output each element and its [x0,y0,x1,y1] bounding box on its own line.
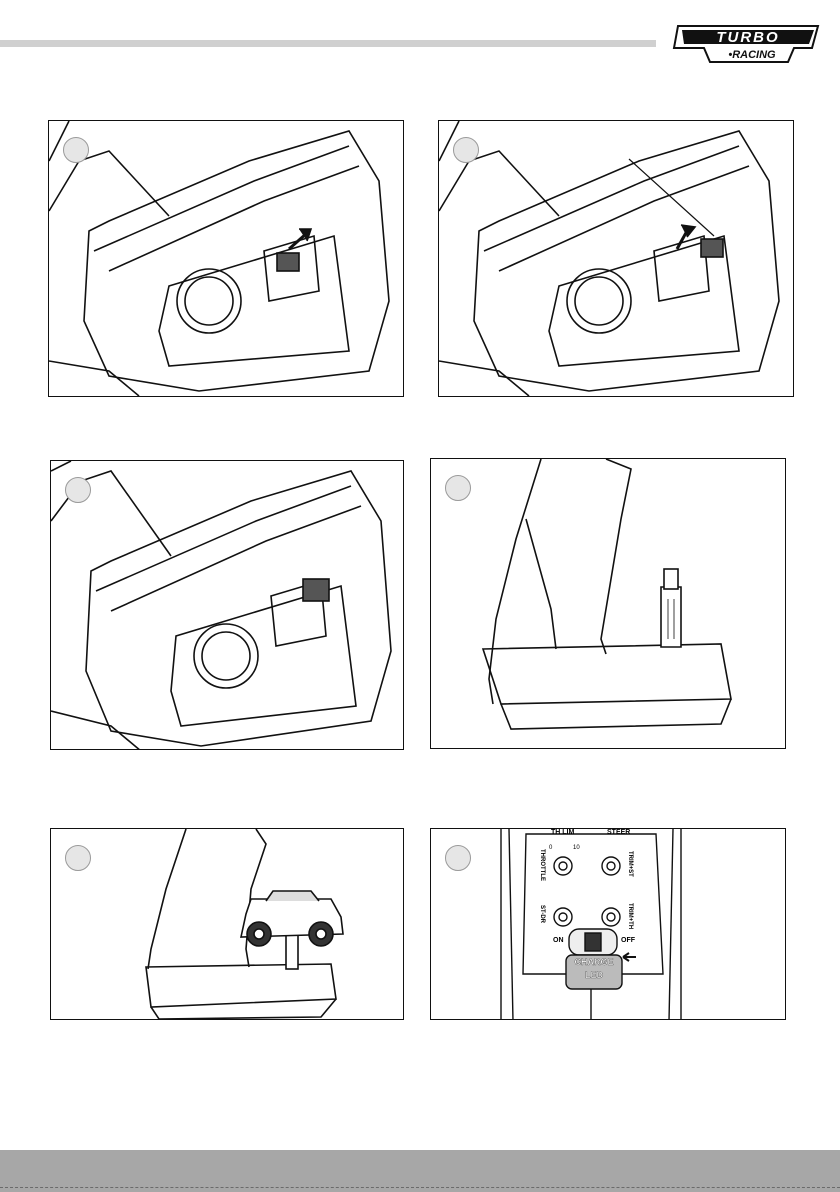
dial-right-mark: 10 [573,845,580,851]
throttle-dial-label: THROTTLE [539,849,545,881]
step-5-panel [50,828,404,1020]
dial-left-mark: 0 [549,845,552,851]
on-label: ON [553,937,564,944]
step-4-badge [445,475,471,501]
svg-text:TURBO: TURBO [716,29,779,46]
footer-dashed-line [0,1187,840,1188]
st-dr-dial-label: ST-DR [539,905,545,923]
led-label: LED [569,970,619,980]
step-1-illustration [49,121,404,397]
trim-th-label: TRIM+TH [627,903,633,929]
step-6-illustration [431,829,786,1020]
footer-bar [0,1150,840,1192]
step-6-panel: TH LIM STEER THROTTLE ST-DR 0 10 TRIM+ST… [430,828,786,1020]
step-4-panel [430,458,786,749]
step-2-illustration [439,121,794,397]
th-lim-label: TH LIM [551,829,574,836]
step-2-badge [453,137,479,163]
svg-text:•RACING: •RACING [728,49,776,61]
step-3-illustration [51,461,404,750]
step-2-panel [438,120,794,397]
step-1-badge [63,137,89,163]
header-bar [0,40,656,47]
step-6-badge [445,845,471,871]
trim-st-label: TRIM+ST [627,851,633,877]
step-1-panel [48,120,404,397]
off-label: OFF [621,937,635,944]
steer-label: STEER [607,829,630,836]
step-3-badge [65,477,91,503]
step-5-illustration [51,829,404,1020]
step-5-badge [65,845,91,871]
step-4-illustration [431,459,786,749]
turbo-racing-logo: TURBO •RACING [672,20,824,68]
charge-label: CHARGE [569,957,619,967]
step-3-panel [50,460,404,750]
